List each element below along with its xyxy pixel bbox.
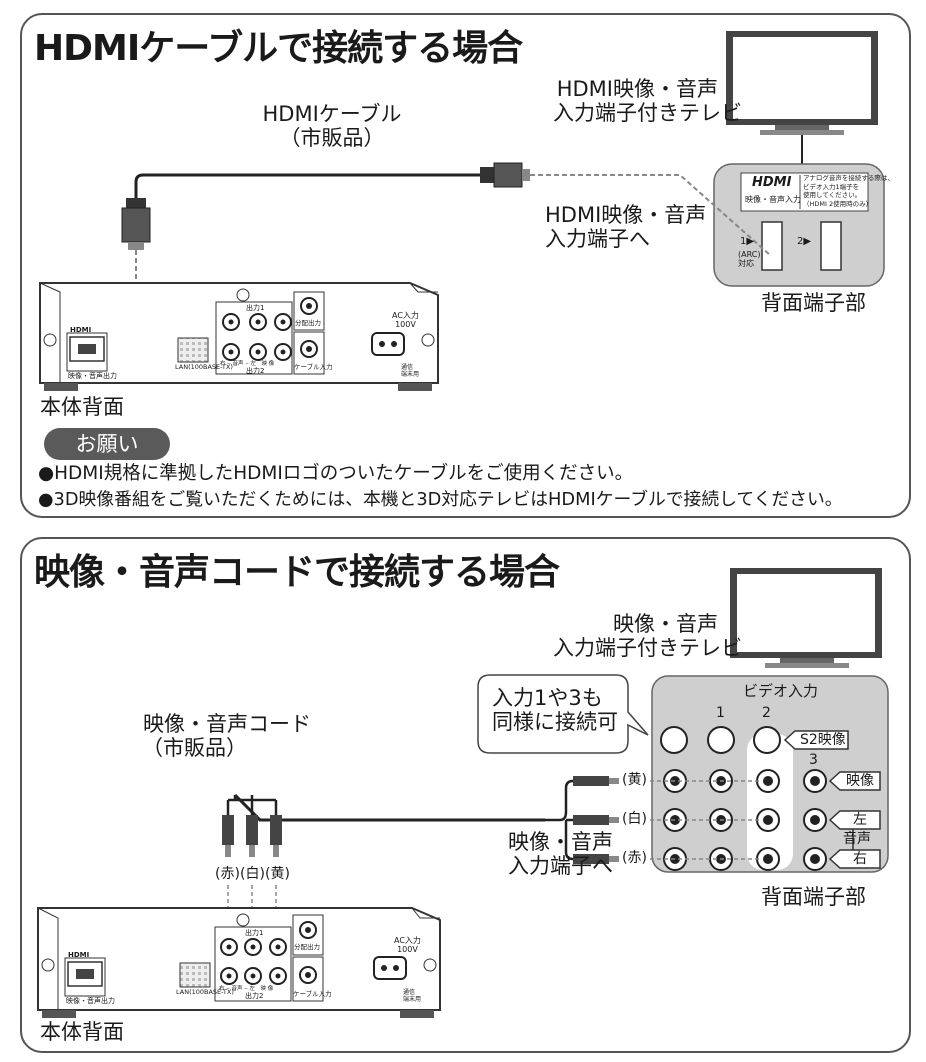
av-tv-label-line2: 入力端子付きテレビ	[553, 636, 742, 661]
tv-label-boxes	[783, 730, 881, 869]
wire-red-label: (赤)	[622, 850, 647, 867]
rca-jacks	[663, 769, 827, 871]
av-body-rear-label: 本体背面	[40, 1020, 124, 1044]
hdmi-rear-terminal-label: 背面端子部	[761, 291, 866, 315]
av-tv-label-line1: 映像・音声	[613, 612, 718, 636]
av-connection-panel	[20, 537, 911, 1053]
col-1-label: 1	[716, 705, 725, 721]
hdmi-tv-label: HDMI映像・音声 入力端子付きテレビ	[553, 77, 742, 126]
video-jack-label: 映像	[846, 773, 874, 789]
hdmi-cable-label: HDMIケーブル （市販品）	[262, 102, 402, 150]
device2-ac-in-line2: 100V	[397, 945, 418, 954]
device1-ground-line1: 通信	[401, 364, 414, 371]
device2-ground: 通信 端末用	[403, 989, 421, 1003]
hdmi-terminal-label: HDMI映像・音声 入力端子へ	[545, 203, 706, 251]
device2-ground-line1: 通信	[403, 989, 416, 996]
audio-label: 音声	[843, 831, 871, 847]
left-jack-label: 左	[853, 812, 867, 828]
device1-out2: 出力2	[246, 367, 265, 375]
col-3-label: 3	[809, 752, 818, 768]
tv-panel-hdmi-logo: HDMI	[752, 175, 792, 190]
device2-cable-in: ケーブル入力	[293, 990, 332, 998]
device2-hdmi-logo: HDMI	[68, 951, 90, 959]
av-cord-label-line1: 映像・音声コード	[143, 712, 311, 736]
av-tv-label: 映像・音声 入力端子付きテレビ	[553, 612, 742, 661]
callout-line2: 同様に接続可	[492, 710, 618, 735]
hdmi-cable-label-line2: （市販品）	[279, 126, 385, 151]
device1-ground: 通信 端末用	[401, 364, 419, 378]
tv-panel-input-sub: 映像・音声入力	[745, 195, 801, 204]
device2-av-out: 映像・音声出力	[66, 997, 115, 1005]
plug-white-label: (白)	[240, 866, 265, 882]
av-rear-terminal-label: 背面端子部	[761, 885, 866, 909]
tv-panel-note-line2: ビデオ入力1端子を	[803, 182, 860, 191]
col-2-label: 2	[762, 705, 771, 721]
hdmi-tv	[726, 31, 878, 165]
device1-hdmi-logo: HDMI	[70, 326, 92, 334]
wire-yellow-label: (黄)	[622, 772, 647, 789]
hdmi-tv-label-line1: HDMI映像・音声	[556, 77, 718, 101]
callout-bubble	[477, 674, 649, 754]
device-rear-1	[39, 282, 439, 391]
tv-arc-line2: 対応	[738, 259, 754, 268]
av-tv	[730, 568, 882, 668]
device1-split-out: 分配出力	[295, 319, 321, 327]
av-cord-label-line2: （市販品）	[142, 736, 247, 761]
av-cord-label: 映像・音声コード （市販品）	[142, 712, 312, 760]
av-cord	[222, 776, 760, 965]
device2-out2: 出力2	[245, 992, 264, 1000]
plug-red-label: (赤)	[215, 866, 240, 882]
device1-lan: LAN(100BASE-TX)	[175, 363, 233, 371]
hdmi-tv-rear-panel	[713, 163, 885, 287]
notice-2: ●3D映像番組をご覧いただくためには、本機と3D対応テレビはHDMIケーブルで接…	[38, 489, 843, 510]
device2-ac-in: AC入力 100V	[394, 936, 421, 954]
device2-jack-labels: 右 ‒ 音声 ‒ 左 映 像	[219, 986, 274, 992]
callout-line1: 入力1や3も	[492, 686, 603, 710]
tv-port-1-label: 1▶	[740, 236, 755, 247]
device1-jack-labels: 右 ‒ 音声 ‒ 左 映 像	[220, 361, 275, 367]
device1-ac-in-line2: 100V	[395, 320, 416, 329]
tv-arc-line1: (ARC)	[738, 250, 761, 259]
device2-out1: 出力1	[245, 929, 264, 937]
device1-ac-in-line1: AC入力	[392, 311, 419, 320]
s2-video-label: S2映像	[800, 732, 846, 748]
av-terminal-label-line1: 映像・音声	[508, 830, 613, 854]
notice-1: ●HDMI規格に準拠したHDMIロゴのついたケーブルをご使用ください。	[38, 463, 634, 484]
s-video-jacks	[660, 726, 781, 754]
device1-ac-in: AC入力 100V	[392, 311, 419, 329]
device1-out1: 出力1	[246, 304, 265, 312]
plug-yellow-label: (黄)	[265, 866, 290, 882]
hdmi-body-rear-label: 本体背面	[40, 395, 124, 419]
tv-panel-note-line1: アナログ音声を接続する際は、	[803, 174, 894, 182]
right-jack-label: 右	[853, 851, 867, 867]
device1-cable-in: ケーブル入力	[294, 363, 333, 371]
av-terminal-label-line2: 入力端子へ	[508, 854, 613, 879]
tv-panel-note-line3: 使用してください。	[803, 191, 862, 199]
notice-pill: お願い	[44, 428, 170, 460]
device1-ground-line2: 端末用	[401, 371, 420, 378]
hdmi-tv-label-line2: 入力端子付きテレビ	[553, 101, 742, 126]
tv-panel-note: アナログ音声を接続する際は、 ビデオ入力1端子を 使用してください。 （HDMI…	[803, 174, 894, 208]
tv-port-2-label: 2▶	[797, 236, 812, 247]
callout-text: 入力1や3も 同様に接続可	[492, 686, 618, 734]
hdmi-terminal-label-line1: HDMI映像・音声	[545, 203, 707, 227]
tv-panel-note-line4: （HDMI 2使用時のみ）	[803, 199, 873, 208]
av-section-title: 映像・音声コードで接続する場合	[34, 552, 560, 593]
wire-white-label: (白)	[622, 811, 647, 828]
hdmi-cable-label-line1: HDMIケーブル	[262, 102, 402, 126]
video-input-label: ビデオ入力	[743, 682, 819, 700]
device2-ac-in-line1: AC入力	[394, 936, 421, 945]
device1-av-out: 映像・音声出力	[68, 372, 117, 380]
device2-lan: LAN(100BASE-TX)	[176, 988, 234, 996]
device-rear-2	[37, 907, 441, 1018]
hdmi-terminal-label-line2: 入力端子へ	[545, 227, 650, 252]
device2-split-out: 分配出力	[294, 943, 320, 951]
tv-arc-label: (ARC) 対応	[738, 250, 760, 268]
av-terminal-label: 映像・音声 入力端子へ	[508, 830, 613, 878]
device2-ground-line2: 端末用	[403, 996, 422, 1003]
hdmi-section-title: HDMIケーブルで接続する場合	[34, 28, 523, 69]
